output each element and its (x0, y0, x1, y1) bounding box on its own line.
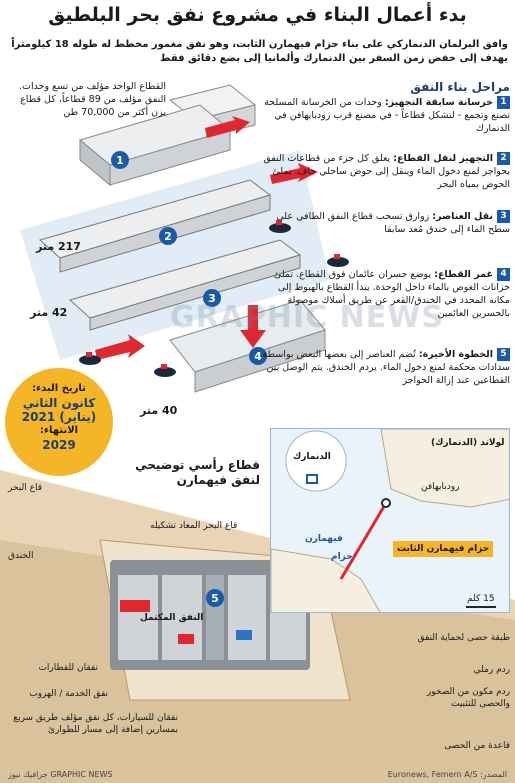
train-icon (120, 600, 150, 612)
intro-text: وافق البرلمان الدنماركي على بناء حزام في… (11, 39, 508, 64)
map-rodbyhavn: رودبايهافن (421, 482, 460, 492)
step-2: 2 التجهيز لنقل القطاع: يغلق كل جزء من قطا… (260, 152, 510, 191)
label-tunnel: النفق المكتمل (140, 613, 204, 623)
step-number: 5 (497, 348, 510, 361)
height-dimension: 40 متر (140, 404, 178, 417)
end-year: 2029 (42, 438, 76, 452)
car-icon (178, 634, 194, 644)
step-3: 3 نقل العناصر: زوارق تسحب قطاع النفق الطا… (260, 210, 510, 236)
label-locking-fill: ردم مكون من الصخور والحصى للتثبيت (426, 687, 510, 709)
end-label: الانتهاء: (39, 425, 79, 436)
tugboat-icons (79, 220, 349, 377)
step-heading: التجهيز لنقل القطاع: (393, 153, 493, 164)
fixed-link-route (339, 502, 388, 580)
map-belt: حزام (331, 552, 353, 562)
timeline-badge: تاريخ البدء: كانون الثاني (يناير) 2021 ا… (5, 368, 113, 476)
step-heading: خرسانة سابقة التجهيز: (384, 97, 493, 108)
segment-note: القطاع الواحد مؤلف من تسع وحدات. النفق م… (18, 81, 166, 118)
step-badges: 1 2 3 4 (111, 151, 267, 365)
step3-segment (68, 239, 302, 360)
map-fehmarn: فيهمارن (305, 534, 343, 544)
step-text: زوارق تسحب قطاع النفق الطافي على سطح الم… (276, 211, 510, 235)
section-title: قطاع رأسي توضيحي لنفق فيهمارن (135, 458, 260, 487)
step-number: 1 (497, 96, 510, 109)
label-armour: طبقة حصى لحماية النفق (417, 633, 510, 643)
map-fixed-link: حزام فيهمارن الثابت (393, 541, 494, 557)
step-5: 5 الخطوة الأخيرة: تُضم العناصر إلى بعضها … (260, 348, 510, 387)
map-svg (271, 429, 509, 612)
watermark: GRAPHIC NEWS (170, 300, 444, 335)
page-title: بدء أعمال البناء في مشروع نفق بحر البلطي… (48, 4, 467, 26)
svg-text:2: 2 (164, 230, 172, 243)
car-icon (236, 630, 252, 640)
map-denmark: الدنمارك (293, 452, 331, 462)
step-number: 3 (497, 210, 510, 223)
svg-text:4: 4 (254, 350, 262, 363)
step-number: 4 (497, 268, 510, 281)
location-map: الدنمارك لولاند (الدنمارك) رودبايهافن في… (270, 428, 510, 613)
svg-text:1: 1 (116, 154, 124, 167)
lolland-land (380, 429, 509, 508)
steps-title: مراحل بناء النفق (410, 80, 510, 94)
start-date: كانون الثاني (يناير) 2021 (21, 396, 97, 424)
footer-source: المصدر: Euronews, Femern A/S (387, 770, 507, 779)
step-4: 4 غمر القطاع: يوضع جسران عائمان فوق القطا… (260, 268, 510, 320)
step1-modules (78, 84, 257, 187)
step-heading: غمر القطاع: (434, 269, 493, 280)
map-lolland: لولاند (الدنمارك) (431, 438, 505, 448)
length-dimension: 217 متر (36, 240, 81, 253)
label-gravel-bed: قاعدة من الحصى (444, 741, 510, 751)
width-dimension: 42 متر (30, 306, 68, 319)
inset-circle (285, 430, 347, 492)
cross-section: 5 (0, 470, 515, 783)
fehmarn-land (271, 548, 381, 612)
label-dredged-seabed: قاع البحر المعاد تشكيله (150, 521, 238, 531)
arrow-step1 (205, 116, 250, 138)
step-number: 2 (497, 152, 510, 165)
step-text: تُضم العناصر إلى بعضها البعض بواسطة سداد… (262, 349, 510, 386)
label-road-tubes: نفقان للسيارات، كل نفق مؤلف طريق سريع بم… (13, 713, 178, 735)
label-seabed: قاع البحر (8, 483, 43, 493)
footer-credit: جرافيك نيوز GRAPHIC NEWS (8, 770, 113, 779)
step-heading: الخطوة الأخيرة: (418, 349, 493, 360)
step-heading: نقل العناصر: (432, 211, 493, 222)
arrow-step3 (95, 334, 145, 360)
map-scale: 15 كلم (467, 594, 495, 604)
svg-text:3: 3 (208, 292, 216, 305)
label-service-tube: نفق الخدمة / الهروب (29, 689, 108, 699)
label-rail-tubes: نفقان للقطارات (38, 663, 98, 673)
arrow-step4 (240, 305, 266, 348)
label-backfill: ردم رملي (473, 665, 510, 675)
step-text: وحدات من الخرسانة المسلحة تصنع وتجمع - ل… (264, 97, 510, 134)
svg-text:5: 5 (211, 592, 219, 605)
label-trench: الخندق (8, 551, 34, 561)
step-text: يوضع جسران عائمان فوق القطاع. تملئ خزانا… (273, 269, 510, 319)
arrow-step2 (270, 163, 318, 184)
step-1: 1 خرسانة سابقة التجهيز: وحدات من الخرسانة… (260, 96, 510, 135)
start-label: تاريخ البدء: (32, 383, 86, 394)
step-text: يغلق كل جزء من قطاعات النفق بحواجز لمنع … (263, 153, 510, 190)
